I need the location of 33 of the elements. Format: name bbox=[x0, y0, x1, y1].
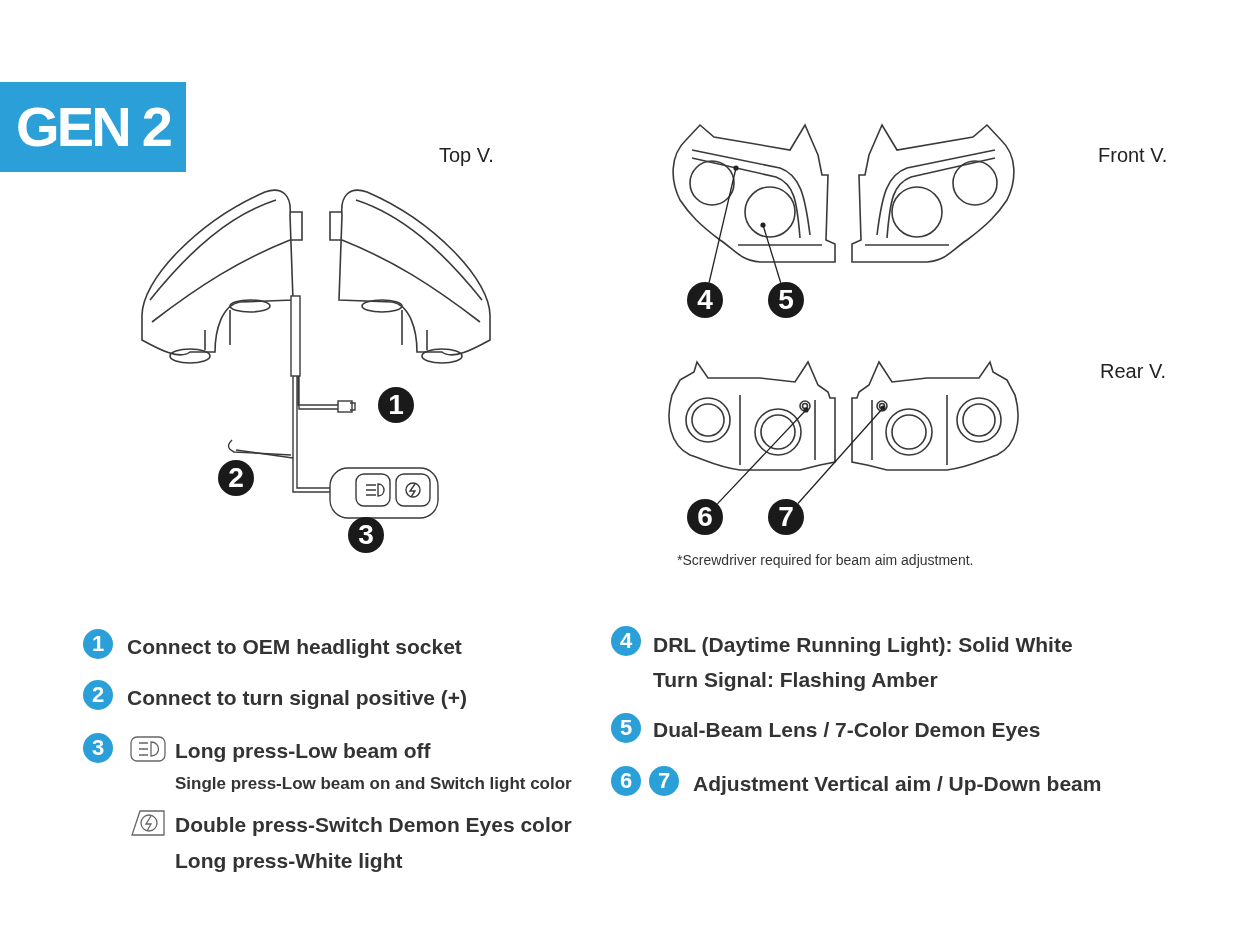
callout-number: 5 bbox=[768, 282, 804, 318]
leader-line bbox=[760, 222, 782, 284]
view-label: Rear V. bbox=[1100, 359, 1166, 384]
callout-number: 4 bbox=[611, 626, 641, 656]
callout-number: 3 bbox=[348, 517, 384, 553]
callout-number: 2 bbox=[83, 680, 113, 710]
callout-number: 6 bbox=[611, 766, 641, 796]
title-banner: GEN 2 bbox=[0, 82, 186, 172]
callout-number: 1 bbox=[83, 629, 113, 659]
callout-number: 1 bbox=[378, 387, 414, 423]
instruction-text: Adjustment Vertical aim / Up-Down beam bbox=[693, 771, 1102, 797]
instruction-text: Dual-Beam Lens / 7-Color Demon Eyes bbox=[653, 717, 1041, 743]
instruction-text: Single press-Low beam on and Switch light color bbox=[175, 773, 572, 795]
instruction-text: Long press-Low beam off bbox=[175, 738, 431, 764]
leader-line bbox=[797, 405, 886, 505]
view-label: Top V. bbox=[439, 143, 494, 168]
footnote-text: *Screwdriver required for beam aim adjustment. bbox=[677, 551, 974, 570]
callout-number: 7 bbox=[768, 499, 804, 535]
instruction-text: DRL (Daytime Running Light): Solid White bbox=[653, 632, 1073, 658]
instruction-text: Connect to turn signal positive (+) bbox=[127, 685, 468, 711]
instruction-text: Turn Signal: Flashing Amber bbox=[653, 667, 938, 693]
instruction-text: Long press-White light bbox=[175, 848, 403, 874]
leader-line bbox=[716, 407, 809, 505]
callout-number: 2 bbox=[218, 460, 254, 496]
callout-number: 4 bbox=[687, 282, 723, 318]
callout-number: 3 bbox=[83, 733, 113, 763]
view-label: Front V. bbox=[1098, 143, 1168, 168]
instruction-text: Double press-Switch Demon Eyes color bbox=[175, 812, 572, 838]
instruction-text: Connect to OEM headlight socket bbox=[127, 634, 462, 660]
callout-number: 6 bbox=[687, 499, 723, 535]
callout-number: 7 bbox=[649, 766, 679, 796]
leader-line bbox=[708, 165, 739, 284]
callout-number: 5 bbox=[611, 713, 641, 743]
